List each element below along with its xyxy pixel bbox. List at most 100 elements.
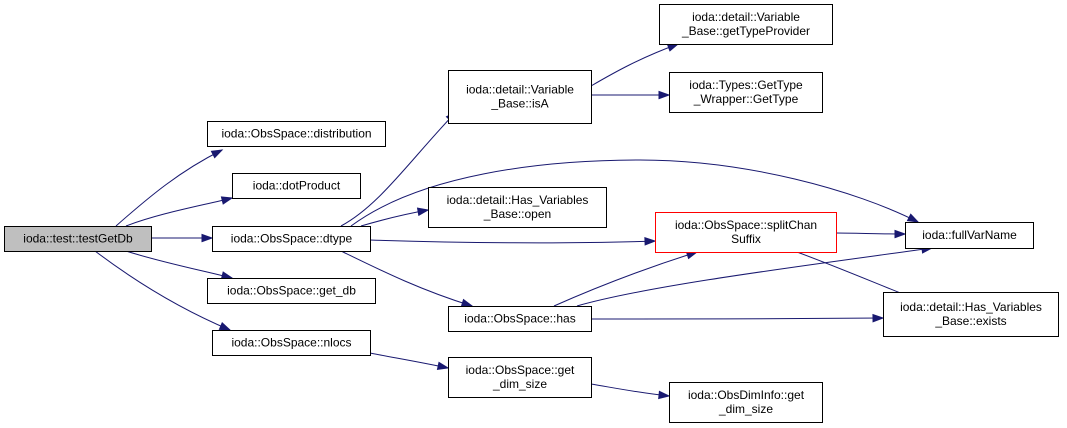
edge-line xyxy=(340,250,473,307)
arrow-head-icon xyxy=(894,229,907,239)
arrow-head-icon xyxy=(906,213,920,223)
node-box[interactable] xyxy=(232,173,361,199)
node-label: ioda::ObsDimInfo::get xyxy=(688,388,805,402)
edge-line xyxy=(590,383,670,397)
node-box[interactable] xyxy=(905,222,1034,249)
arrow-head-icon xyxy=(220,196,234,205)
node-box[interactable] xyxy=(448,70,592,124)
arrow-head-icon xyxy=(218,321,232,331)
edge-testGetDb-to-distribution xyxy=(115,149,224,227)
edge-line xyxy=(590,43,679,87)
node-label: ioda::detail::Has_Variables xyxy=(900,300,1042,314)
node-box[interactable] xyxy=(883,292,1059,337)
node-dtype[interactable]: ioda::ObsSpace::dtype xyxy=(212,226,371,252)
edge-has-to-exists xyxy=(590,313,885,323)
arrow-head-icon xyxy=(460,298,474,308)
arrow-head-icon xyxy=(416,207,430,217)
node-label: ioda::ObsSpace::has xyxy=(464,312,575,326)
node-testGetDb[interactable]: ioda::test::testGetDb xyxy=(4,226,152,252)
node-box[interactable] xyxy=(212,330,371,356)
edge-isA-to-GetType xyxy=(590,90,671,100)
edge-testGetDb-to-get_db xyxy=(125,250,234,280)
node-open[interactable]: ioda::detail::Has_Variables_Base::open xyxy=(428,187,607,228)
node-label: ioda::test::testGetDb xyxy=(23,232,133,246)
edge-line xyxy=(94,250,231,331)
node-label: _dim_size xyxy=(718,402,773,416)
nodes-layer: ioda::test::testGetDb ioda::ObsSpace::dis… xyxy=(4,4,1059,423)
node-box[interactable] xyxy=(655,212,837,253)
node-getTypeProvider[interactable]: ioda::detail::Variable_Base::getTypeProv… xyxy=(659,4,833,45)
edge-get_dim_size-to-obsdim_get_dim_size xyxy=(590,383,671,400)
node-label: _Base::isA xyxy=(490,97,548,111)
edge-line xyxy=(125,197,233,227)
edge-line xyxy=(369,352,449,369)
edge-splitChanSuffix-to-fullVarName xyxy=(835,229,907,239)
node-label: ioda::ObsSpace::dtype xyxy=(231,232,353,246)
node-label: _dim_size xyxy=(492,377,547,391)
node-label: ioda::detail::Has_Variables xyxy=(447,193,589,207)
edge-has-to-splitChanSuffix xyxy=(553,251,699,307)
node-obsdim_get_dim_size[interactable]: ioda::ObsDimInfo::get_dim_size xyxy=(669,382,823,423)
edge-has-to-fullVarName xyxy=(576,245,934,307)
node-get_db[interactable]: ioda::ObsSpace::get_db xyxy=(207,278,376,304)
node-nlocs[interactable]: ioda::ObsSpace::nlocs xyxy=(212,330,371,356)
node-label: _Base::open xyxy=(483,207,551,221)
node-label: ioda::detail::Variable xyxy=(692,10,800,24)
node-label: ioda::dotProduct xyxy=(253,179,341,193)
arrow-head-icon xyxy=(658,390,671,400)
arrow-head-icon xyxy=(210,149,224,159)
arrow-head-icon xyxy=(872,313,885,323)
node-box[interactable] xyxy=(659,4,833,45)
edge-line xyxy=(590,317,884,320)
node-label: ioda::fullVarName xyxy=(922,228,1017,242)
node-isA[interactable]: ioda::detail::Variable_Base::isA xyxy=(448,70,592,124)
edge-testGetDb-to-dtype xyxy=(150,233,214,243)
edge-nlocs-to-get_dim_size xyxy=(369,352,450,371)
node-box[interactable] xyxy=(207,121,386,147)
node-box[interactable] xyxy=(212,226,371,252)
node-label: ioda::ObsSpace::distribution xyxy=(221,127,371,141)
edge-line xyxy=(125,250,233,279)
node-label: ioda::ObsSpace::get_db xyxy=(227,284,356,298)
arrow-head-icon xyxy=(436,361,450,371)
node-GetType[interactable]: ioda::Types::GetType_Wrapper::GetType xyxy=(669,72,823,113)
node-label: Suffix xyxy=(731,232,761,246)
node-label: _Base::exists xyxy=(934,314,1006,328)
node-label: _Base::getTypeProvider xyxy=(681,24,810,38)
edge-line xyxy=(553,251,698,307)
node-label: _Wrapper::GetType xyxy=(693,92,799,106)
node-box[interactable] xyxy=(669,382,823,423)
node-fullVarName[interactable]: ioda::fullVarName xyxy=(905,222,1034,249)
node-box[interactable] xyxy=(428,187,607,228)
edge-line xyxy=(340,111,457,227)
node-label: ioda::ObsSpace::nlocs xyxy=(231,336,351,350)
edge-testGetDb-to-nlocs xyxy=(94,250,232,331)
node-label: ioda::ObsSpace::splitChan xyxy=(675,218,817,232)
node-box[interactable] xyxy=(207,278,376,304)
arrow-head-icon xyxy=(201,233,214,243)
arrow-head-icon xyxy=(658,90,671,100)
edge-line xyxy=(369,239,656,244)
edge-dtype-to-open xyxy=(360,207,430,227)
node-exists[interactable]: ioda::detail::Has_Variables_Base::exists xyxy=(883,292,1059,337)
arrow-head-icon xyxy=(644,237,657,246)
edge-line xyxy=(115,149,223,227)
edge-testGetDb-to-dotProduct xyxy=(125,196,234,227)
edge-dtype-to-splitChanSuffix xyxy=(369,237,657,246)
edge-isA-to-getTypeProvider xyxy=(590,43,680,87)
node-distribution[interactable]: ioda::ObsSpace::distribution xyxy=(207,121,386,147)
node-label: ioda::ObsSpace::get xyxy=(466,363,575,377)
node-box[interactable] xyxy=(448,357,592,398)
edge-line xyxy=(576,247,933,307)
node-has[interactable]: ioda::ObsSpace::has xyxy=(448,306,592,332)
node-label: ioda::detail::Variable xyxy=(466,83,574,97)
arrow-head-icon xyxy=(666,43,680,52)
node-dotProduct[interactable]: ioda::dotProduct xyxy=(232,173,361,199)
node-box[interactable] xyxy=(448,306,592,332)
node-box[interactable] xyxy=(669,72,823,113)
node-get_dim_size[interactable]: ioda::ObsSpace::get_dim_size xyxy=(448,357,592,398)
node-box[interactable] xyxy=(4,226,152,252)
edges-layer xyxy=(94,43,934,400)
